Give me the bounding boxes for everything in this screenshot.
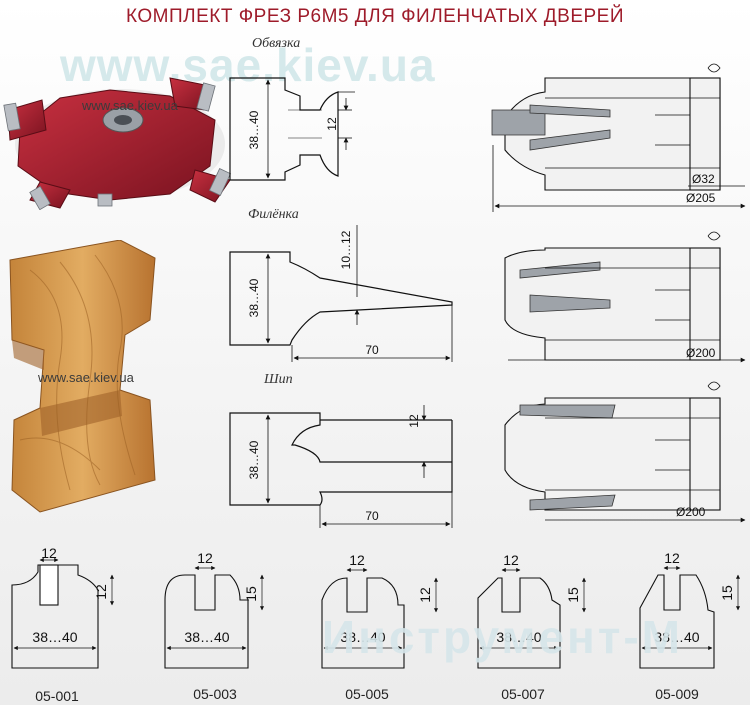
profile-shape-05-001 (11, 564, 99, 669)
profile-05-005-side-dim: 12 (417, 587, 433, 603)
filenka-width-dim: 38…40 (247, 278, 261, 317)
brand-watermark: Инструмент-М (322, 611, 683, 663)
ship-outer-dim: Ø200 (676, 505, 706, 519)
filenka-outer-dim: Ø200 (686, 346, 716, 360)
cutter-set-photo (3, 77, 232, 210)
profile-05-007-side-dim: 15 (565, 587, 581, 603)
wood-sample-photo (9, 240, 156, 513)
wood-watermark: www.sae.kiev.ua (38, 370, 134, 385)
profile-code-05-001: 05-001 (35, 688, 79, 704)
profile-05-005-width-dim: 38…40 (340, 629, 385, 645)
obvyazka-bore-dim: Ø32 (692, 172, 715, 186)
filenka-length-dim: 70 (365, 343, 379, 357)
profile-05-003-top-dim: 12 (197, 550, 213, 566)
filenka-slot-dim: 10…12 (339, 230, 353, 269)
profile-05-009-top-dim: 12 (664, 550, 680, 566)
profile-05-009-side-dim: 15 (719, 585, 735, 601)
profile-code-05-003: 05-003 (193, 686, 237, 702)
profile-code-05-007: 05-007 (501, 686, 545, 702)
profile-shape-05-003 (164, 574, 249, 669)
profile-code-05-009: 05-009 (655, 686, 699, 702)
ship-profile (229, 412, 453, 506)
filenka-cutter-view (504, 247, 721, 361)
profile-05-009-width-dim: 38…40 (654, 629, 699, 645)
photo-watermark: www.sae.kiev.ua (82, 98, 178, 113)
section-label-filenka: Филёнка (248, 207, 299, 222)
ship-length-dim: 70 (365, 509, 379, 523)
profile-shape-05-009 (639, 574, 715, 669)
profile-shape-05-007 (477, 577, 561, 669)
ship-width-dim: 38…40 (247, 440, 261, 479)
profile-shape-05-005 (321, 577, 405, 669)
section-label-obvyazka: Обвязка (252, 36, 301, 51)
profile-05-001-width-dim: 38…40 (32, 629, 77, 645)
section-label-ship: Шип (264, 372, 293, 387)
obvyazka-width-dim: 38…40 (247, 110, 261, 149)
page-title: КОМПЛЕКТ ФРЕЗ Р6М5 ДЛЯ ФИЛЕНЧАТЫХ ДВЕРЕЙ (126, 6, 624, 27)
profile-05-003-width-dim: 38…40 (184, 629, 229, 645)
profile-code-05-005: 05-005 (345, 686, 389, 702)
profile-05-007-width-dim: 38…40 (496, 629, 541, 645)
profile-05-007-top-dim: 12 (503, 552, 519, 568)
ship-slot-dim: 12 (407, 414, 421, 428)
profile-05-001-side-dim: 12 (93, 584, 109, 600)
profile-05-005-top-dim: 12 (349, 552, 365, 568)
profile-05-001-top-dim: 12 (41, 545, 57, 561)
obvyazka-slot-dim: 12 (325, 117, 339, 131)
site-watermark: www.sae.kiev.ua (60, 39, 436, 91)
obvyazka-outer-dim: Ø205 (686, 191, 716, 205)
obvyazka-cutter-view (504, 77, 721, 191)
profile-05-003-side-dim: 15 (243, 586, 259, 602)
